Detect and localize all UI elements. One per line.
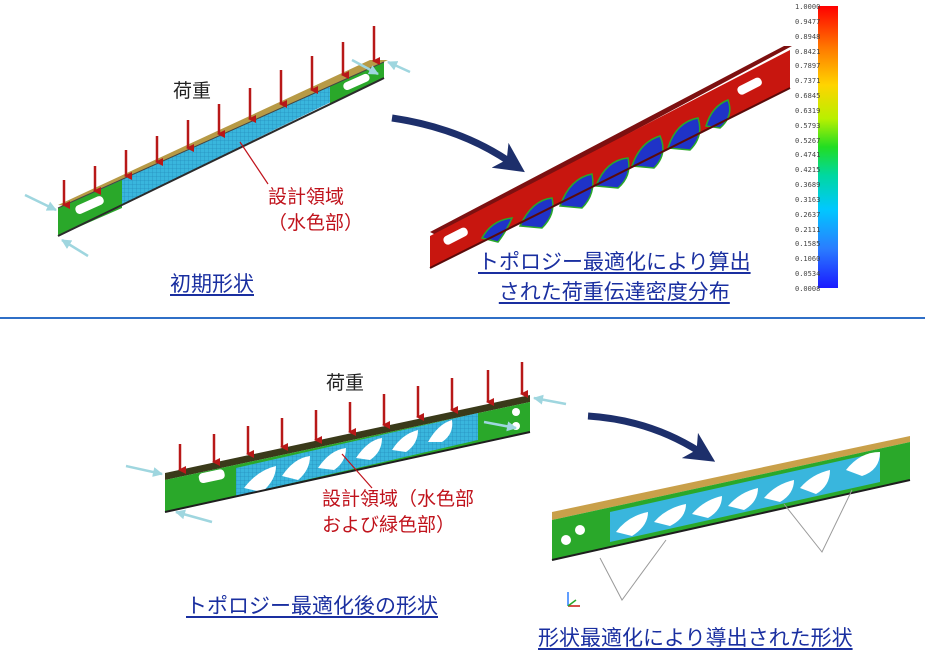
caption-density-distribution: トポロジー最適化により算出 された荷重伝達密度分布: [478, 247, 751, 307]
bottom-design-region-line2: および緑色部）: [322, 514, 456, 536]
bottom-load-arrows: [178, 362, 528, 474]
legend-tick: 0.7371: [795, 77, 821, 86]
legend-tick: 0.5793: [795, 121, 821, 130]
top-flow-arrow: [391, 114, 525, 173]
bottom-load-label: 荷重: [326, 372, 365, 394]
shape-optimized-beam: [551, 436, 911, 601]
section-divider: [0, 317, 925, 319]
legend-tick: 0.0534: [795, 270, 821, 279]
top-load-label: 荷重: [173, 80, 212, 102]
top-design-region-line2: （水色部）: [268, 212, 364, 234]
caption-initial-shape: 初期形状: [170, 272, 254, 296]
legend-tick: 0.4741: [795, 151, 821, 160]
legend-tick: 1.0000: [795, 3, 821, 11]
legend-tick: 0.1585: [795, 240, 821, 249]
legend-tick: 0.2111: [795, 225, 821, 234]
bottom-support-arrows: [125, 394, 567, 524]
legend-tick: 0.7897: [795, 62, 821, 71]
bottom-design-region-label: 設計領域（水色部 および緑色部）: [322, 486, 474, 538]
top-support-arrows: [24, 58, 411, 258]
density-beam: [429, 46, 792, 269]
legend-tick: 0.3163: [795, 195, 821, 204]
legend-tick: 0.8421: [795, 47, 821, 56]
legend-tick: 0.2637: [795, 210, 821, 219]
legend-tick: 0.0008: [795, 285, 821, 293]
bottom-leader-line: [341, 453, 373, 489]
legend-tick: 0.8948: [795, 32, 821, 41]
caption-density-line2: された荷重伝達密度分布: [498, 280, 730, 304]
bottom-flow-arrow: [587, 412, 716, 462]
density-color-legend: [818, 6, 838, 288]
bottom-design-region-line1: 設計領域（水色部: [322, 488, 475, 510]
top-leader-line: [239, 141, 269, 185]
topology-beam: [164, 395, 531, 513]
legend-tick: 0.9477: [795, 17, 821, 26]
caption-topology-shape: トポロジー最適化後の形状: [186, 594, 438, 618]
top-load-arrows: [62, 26, 380, 209]
caption-density-line1: トポロジー最適化により算出: [478, 250, 751, 274]
caption-shape-optimized: 形状最適化により導出された形状: [538, 626, 853, 650]
top-design-region-line1: 設計領域: [268, 186, 345, 208]
top-design-region-label: 設計領域 （水色部）: [268, 184, 363, 236]
legend-tick: 0.1060: [795, 255, 821, 264]
legend-tick: 0.4215: [795, 166, 821, 175]
legend-tick: 0.6845: [795, 92, 821, 101]
legend-tick: 0.3689: [795, 181, 821, 190]
axis-triad-icon: [567, 592, 580, 607]
legend-tick: 0.5267: [795, 136, 821, 145]
legend-tick: 0.6319: [795, 106, 821, 115]
